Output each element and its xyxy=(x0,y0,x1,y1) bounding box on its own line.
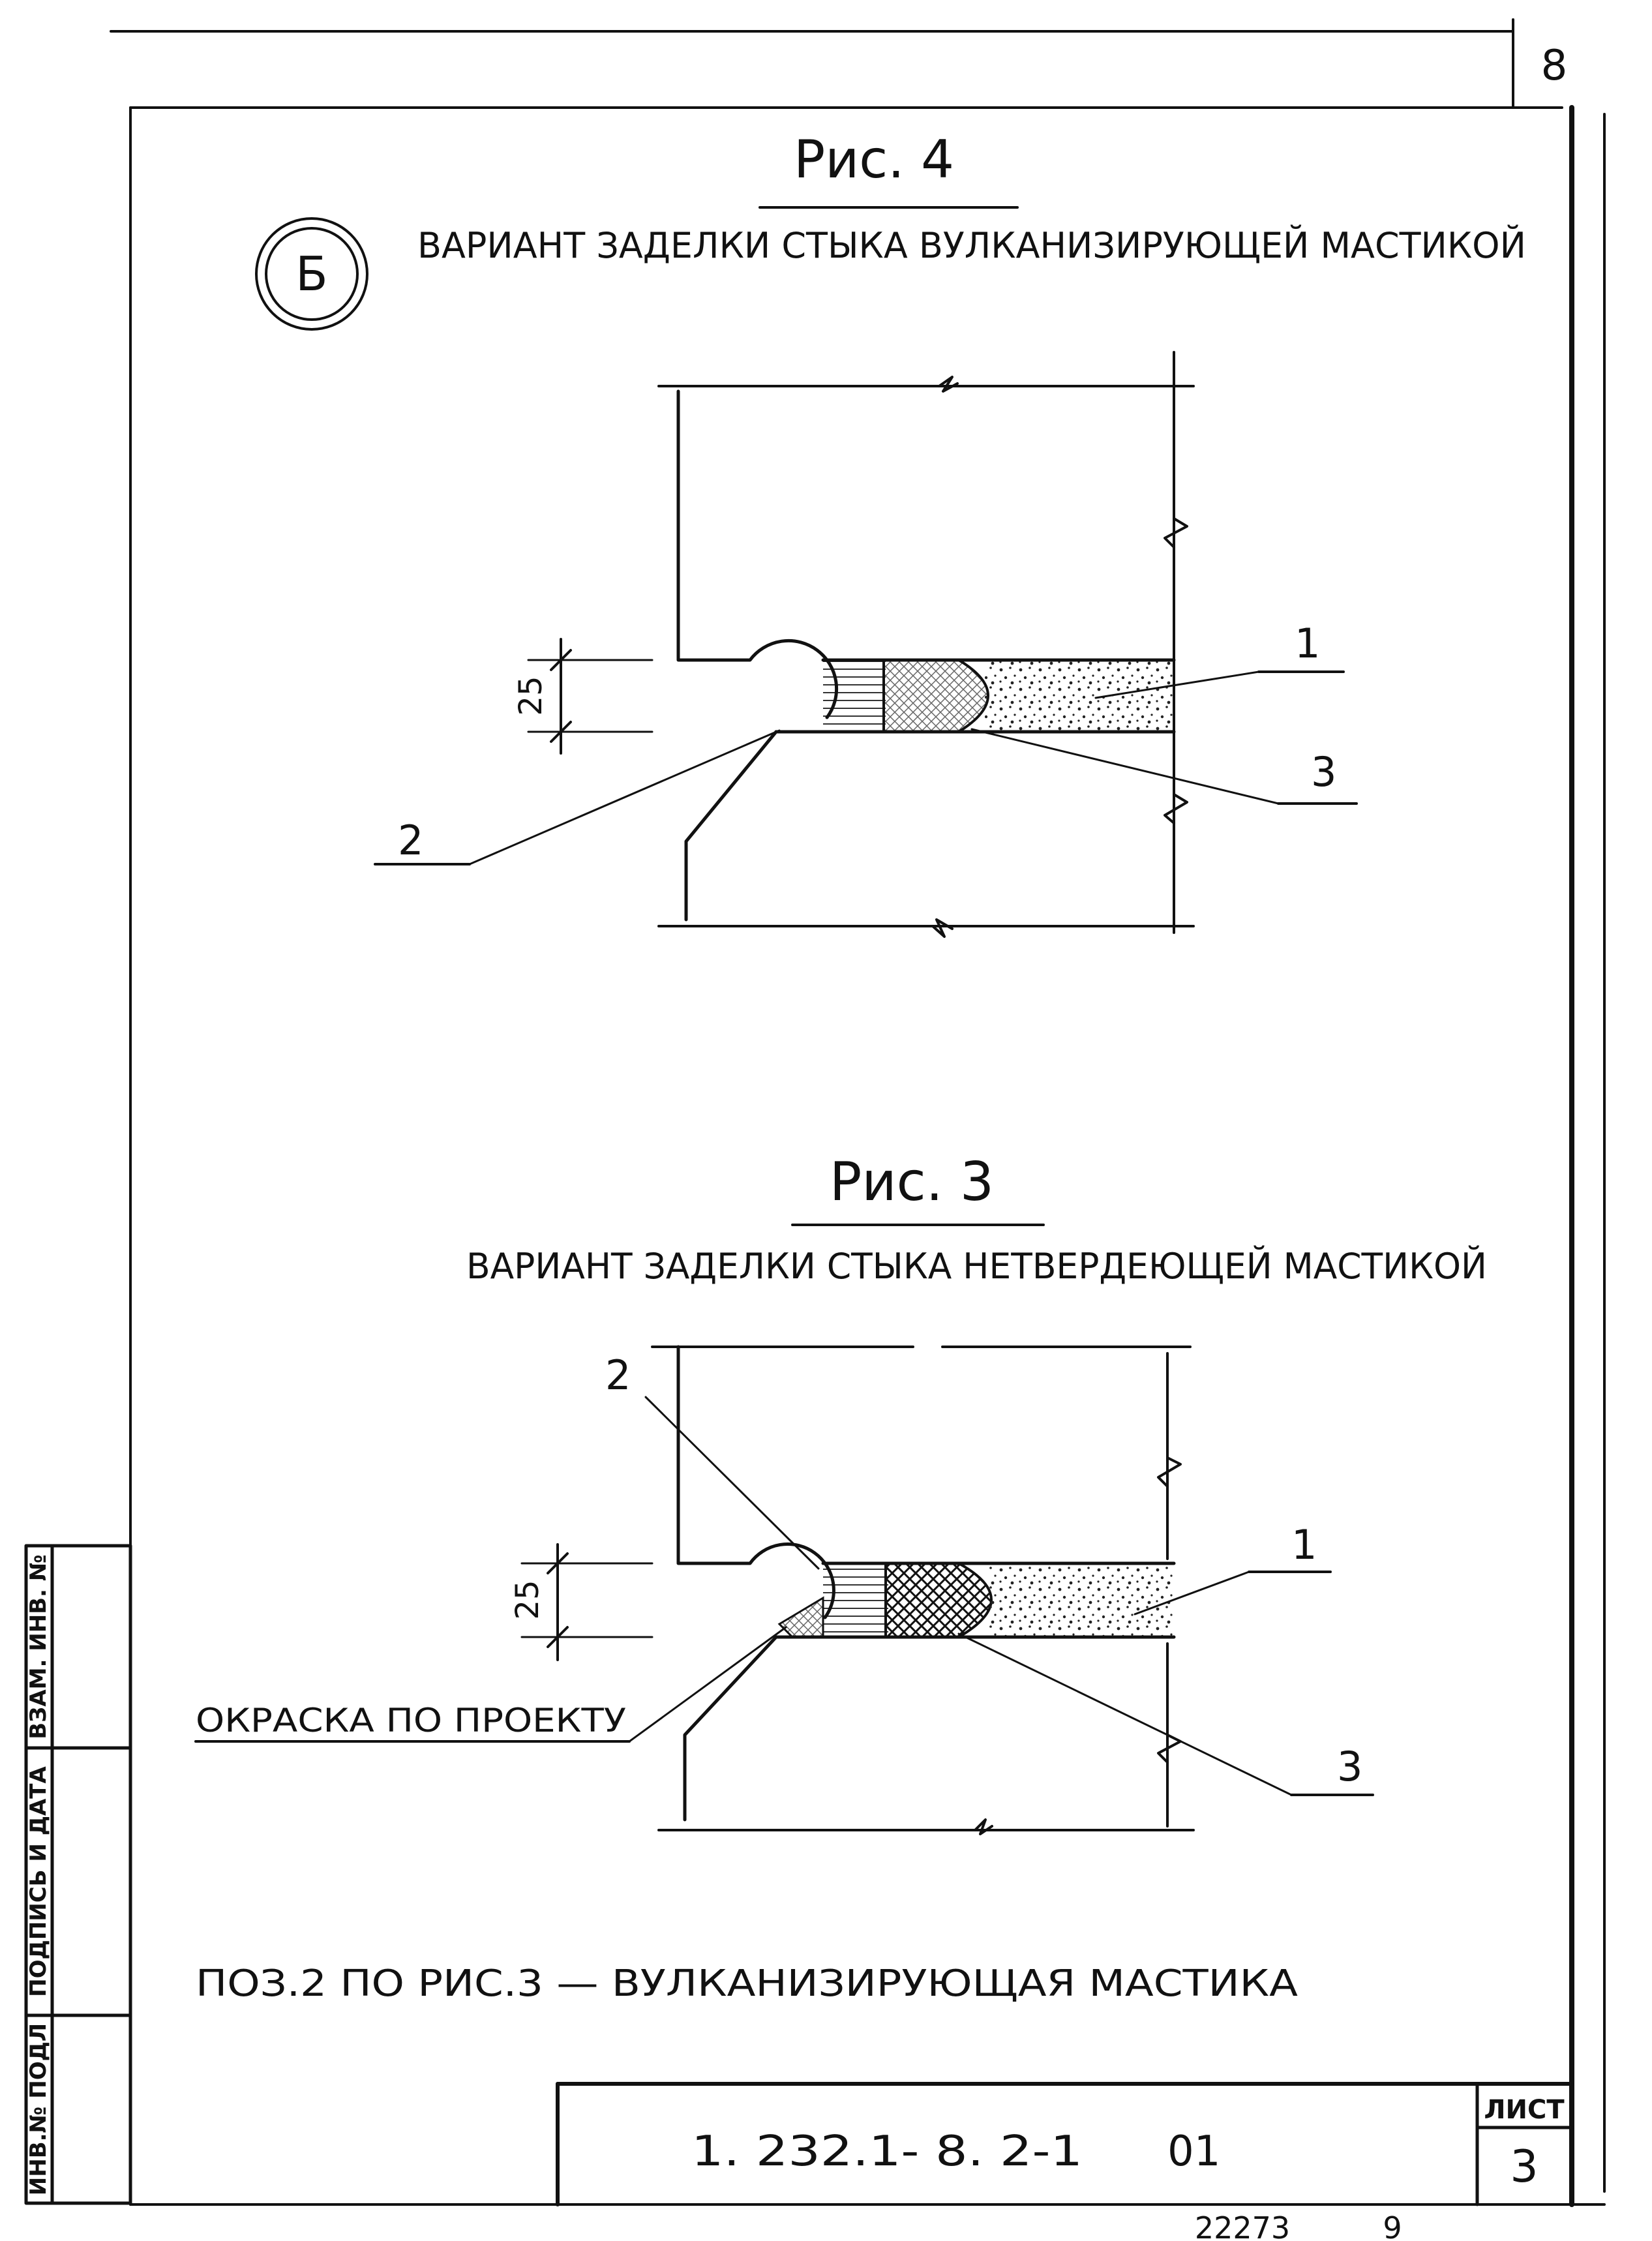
fig3-callout-1: 1 xyxy=(1291,1521,1317,1569)
figure-3-caption: ВАРИАНТ ЗАДЕЛКИ СТЫКА НЕТВЕРДЕЮЩЕЙ МАСТИ… xyxy=(466,1246,1487,1287)
fig4-callout-1: 1 xyxy=(1295,620,1320,667)
fig4-sealant-plug xyxy=(882,659,989,733)
sheet-frame xyxy=(110,18,1606,2207)
title-block: 1. 232.1- 8. 2-1 01 ЛИСТ 3 xyxy=(556,2082,1574,2206)
sheet-number: 3 xyxy=(1510,2141,1538,2193)
fig3-callout-3: 3 xyxy=(1337,1743,1362,1790)
fig3-paint-strip xyxy=(777,1596,824,1638)
fig4-dimension-value: 25 xyxy=(513,676,549,715)
figure-4-drawing: 25 1 3 2 xyxy=(374,351,1358,938)
variant-marker-letter: Б xyxy=(295,247,327,301)
stamp-label-replaced-number: ВЗАМ. ИНВ. № xyxy=(25,1554,52,1739)
sheet-label: ЛИСТ xyxy=(1484,2095,1565,2125)
fig4-filler-layer xyxy=(985,660,1174,732)
fig3-sealant-plug xyxy=(884,1562,993,1638)
corner-page-number: 8 xyxy=(1541,42,1568,90)
fig3-paint-note: ОКРАСКА ПО ПРОЕКТУ xyxy=(196,1702,626,1739)
fig4-callout-3: 3 xyxy=(1311,748,1336,796)
document-code: 1. 232.1- 8. 2-1 xyxy=(691,2128,1083,2176)
figure-4-caption: ВАРИАНТ ЗАДЕЛКИ СТЫКА ВУЛКАНИЗИРУЮЩЕЙ МА… xyxy=(417,225,1526,266)
stamp-label-signature-date: ПОДПИСЬ И ДАТА xyxy=(25,1766,52,1996)
fig3-filler-layer xyxy=(988,1563,1174,1637)
figure-4-title: Рис. 4 xyxy=(794,129,954,190)
fig3-callout-2: 2 xyxy=(605,1351,631,1399)
bottom-archive-number: 22273 xyxy=(1195,2210,1290,2241)
material-note: ПОЗ.2 ПО РИС.3 — ВУЛКАНИЗИРУЮЩАЯ МАСТИКА xyxy=(196,1963,1298,2005)
figure-3-title: Рис. 3 xyxy=(830,1151,994,1213)
stamp-label-original-number: ИНВ.№ ПОДЛ xyxy=(25,2023,52,2195)
bottom-page-number: 9 xyxy=(1383,2210,1402,2241)
fig3-dimension-value: 25 xyxy=(509,1580,546,1619)
fig4-callout-2: 2 xyxy=(398,817,423,864)
document-issue: 01 xyxy=(1167,2128,1220,2176)
variant-marker: Б xyxy=(255,217,368,331)
side-stamp: ИНВ.№ ПОДЛ ПОДПИСЬ И ДАТА ВЗАМ. ИНВ. № xyxy=(24,1544,132,2205)
figure-3-drawing: 25 2 1 3 ОКРАСКА ПО ПРОЕКТУ xyxy=(194,1345,1374,1835)
